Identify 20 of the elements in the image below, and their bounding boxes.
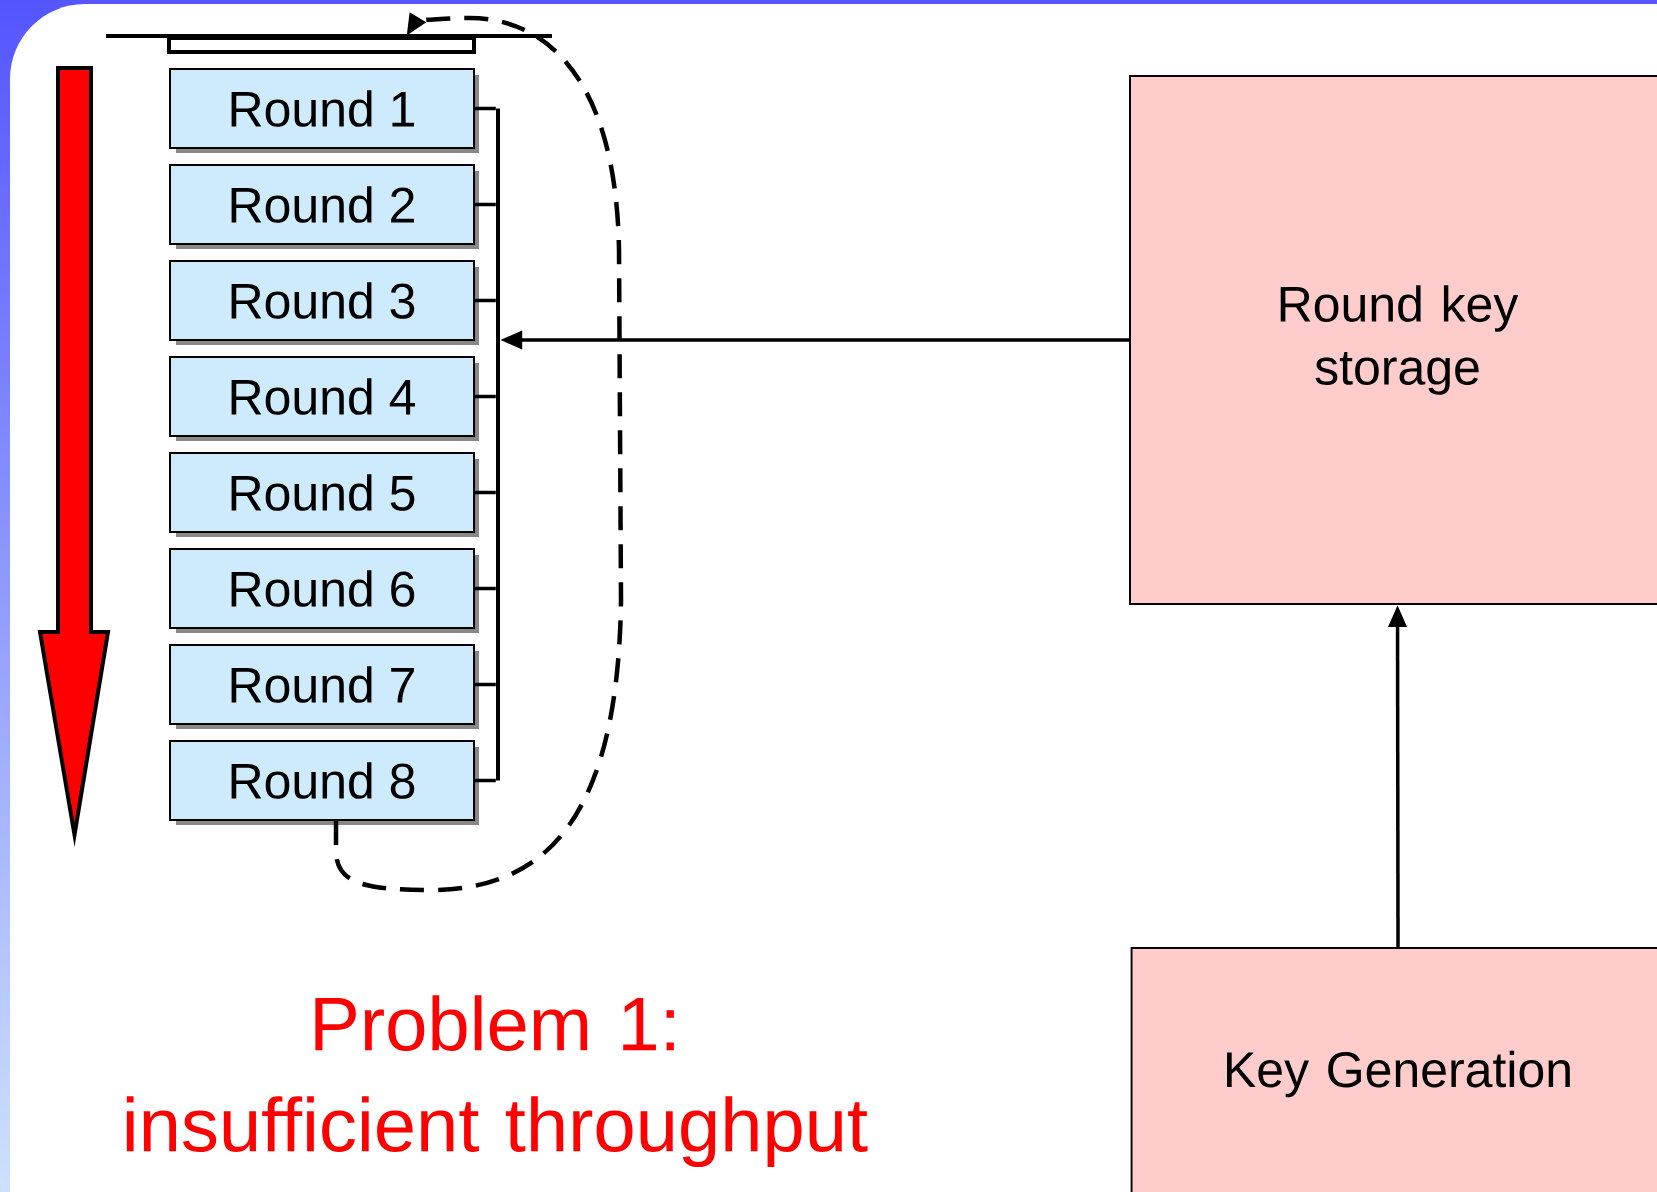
round-box: Round 1 xyxy=(169,68,479,153)
round-box: Round 3 xyxy=(169,260,479,345)
connector-line xyxy=(475,298,496,303)
storage-box: Round key storage xyxy=(1129,75,1657,605)
connector-line xyxy=(475,586,496,591)
round-box: Round 6 xyxy=(169,548,479,633)
round-box: Round 5 xyxy=(169,452,479,537)
register-box xyxy=(167,36,476,54)
key-generation-box: Key Generation xyxy=(1130,947,1657,1192)
connector-line xyxy=(475,106,496,111)
round-box: Round 4 xyxy=(169,356,479,441)
connector-line xyxy=(475,202,496,207)
connector-line xyxy=(475,490,496,495)
connector-line xyxy=(475,778,496,783)
round-box: Round 8 xyxy=(169,740,479,825)
round-box: Round 2 xyxy=(169,164,479,249)
problem-note: Problem 1: insufficient throughput xyxy=(126,995,868,1168)
connector-line xyxy=(475,394,496,399)
connector-line xyxy=(475,682,496,687)
round-box: Round 7 xyxy=(169,644,479,729)
